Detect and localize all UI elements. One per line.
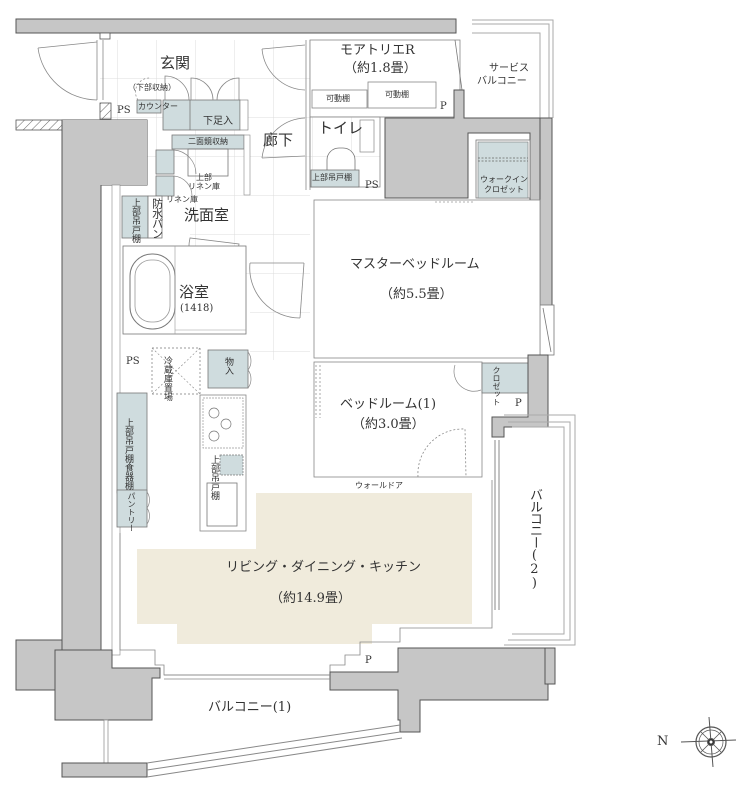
upper-cabinet-wash-label: 上部吊戸棚 <box>130 198 140 243</box>
bedroom1-area: （約3.0畳） <box>352 417 425 432</box>
kitchen-fixtures <box>116 347 252 532</box>
bottom-right-block <box>329 647 549 733</box>
p-bedroom1-marker: P <box>515 398 522 409</box>
p-ldk-marker: P <box>365 655 372 666</box>
master-bedroom <box>313 199 541 359</box>
shoe-cabinet-label: 下足入 <box>203 116 233 127</box>
ps-kitchen-marker: PS <box>126 356 140 367</box>
moatelier-room <box>309 39 463 118</box>
ldk-area: （約14.9畳） <box>270 591 351 606</box>
ldk-outline <box>119 480 493 676</box>
ldk-floor <box>137 493 472 644</box>
closet-br1-label: クロゼット <box>492 366 501 406</box>
walk-in-closet <box>475 139 531 199</box>
washroom-label: 洗面室 <box>184 206 230 224</box>
upper-cabinet-toilet-label: 上部吊戸棚 <box>312 173 352 182</box>
upper-cabinet-kitchen-label: 上部吊戸棚 <box>209 455 219 500</box>
storage-kitchen-label: 物入 <box>223 357 233 375</box>
bathroom-label: 浴室 <box>179 283 210 301</box>
service-balcony-outline <box>472 19 554 118</box>
entrance-label: 玄関 <box>160 54 191 72</box>
fridge-label: 冷蔵庫置場 <box>162 356 172 401</box>
master-bedroom-label: マスターベッドルーム <box>350 257 480 272</box>
wall-door-label: ウォールドア <box>355 481 403 490</box>
toilet-room <box>309 116 381 188</box>
right-wall-upper <box>539 117 555 356</box>
bottom-left-block <box>54 649 161 721</box>
two-sided-mirror-label: 二面鏡収納 <box>188 137 228 146</box>
waterproof-pan-label: 防水パン <box>150 198 164 238</box>
ps-entrance-marker: PS <box>117 105 131 116</box>
walk-in-closet-label-2: クロゼット <box>484 185 524 194</box>
master-door-swing <box>249 262 305 319</box>
balcony1-railing <box>61 719 403 778</box>
linen-label: リネン庫 <box>166 195 198 204</box>
bathroom-outline <box>122 245 247 335</box>
moatelier-label: モアトリエR <box>340 43 415 58</box>
balcony1-label: バルコニー(1) <box>208 700 292 715</box>
service-balcony-label-2: バルコニー <box>477 76 527 87</box>
upper-linen-label: 上部 リネン庫 <box>188 173 220 192</box>
counter-label: カウンター <box>138 102 178 111</box>
upper-dish-cabinet-label: 上部吊戸棚食器棚 <box>123 418 133 490</box>
left-ledge-hatch <box>15 119 63 131</box>
entry-door-swing <box>37 40 104 101</box>
ps-toilet-marker: PS <box>365 180 379 191</box>
moatelier-area: （約1.8畳） <box>344 61 417 76</box>
bedroom1-label: ベッドルーム(1) <box>340 397 437 412</box>
balcony2-label: バルコニー(2) <box>526 488 542 590</box>
center-structural-wall <box>384 89 541 314</box>
movable-shelf-2-label: 可動棚 <box>385 90 409 99</box>
ldk-label: リビング・ダイニング・キッチン <box>226 560 422 575</box>
service-balcony-label-1: サービス <box>489 63 529 74</box>
compass-north-label: N <box>657 734 669 749</box>
movable-shelf-1-label: 可動棚 <box>326 94 350 103</box>
toilet-label: トイレ <box>318 119 364 137</box>
walk-in-closet-label-1: ウォークイン <box>480 175 528 184</box>
corridor-label: 廊下 <box>263 131 294 149</box>
ps-shaft-hatch <box>99 102 112 120</box>
lower-storage-label: （下部収納） <box>128 83 176 92</box>
balcony1-sash <box>164 674 330 680</box>
bottom-right-wall <box>544 647 556 685</box>
top-wall <box>15 18 457 40</box>
master-bedroom-area: （約5.5畳） <box>380 287 453 302</box>
compass-rose-icon <box>680 716 737 768</box>
washroom-fixtures <box>121 134 251 239</box>
entrance-fixtures <box>135 75 249 131</box>
pantry-label: パントリー <box>127 492 136 532</box>
corridor-door-swing-2 <box>261 117 306 159</box>
balcony2-outline <box>504 414 576 646</box>
bedroom1-column <box>491 354 549 438</box>
bathroom-size: (1418) <box>180 303 214 314</box>
p-moatelier-marker: P <box>440 101 447 112</box>
